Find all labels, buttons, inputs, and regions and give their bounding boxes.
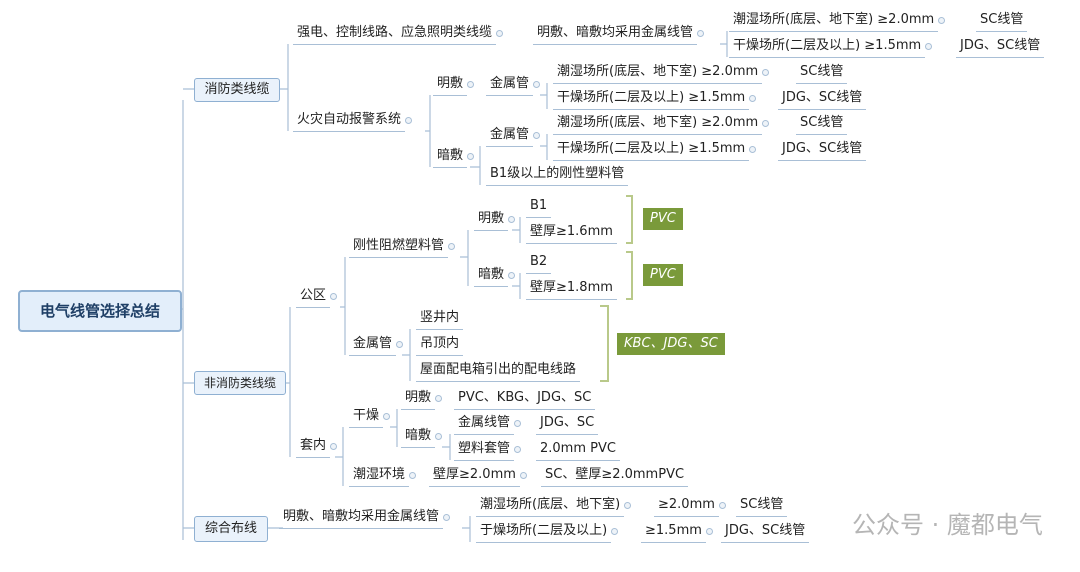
node-pipe: SC线管	[976, 9, 1028, 32]
node-indoor: 套内	[296, 435, 338, 458]
node-rigid-pipe: 刚性阻燃塑料管	[349, 235, 456, 258]
node-wet-condition: 潮湿场所(底层、地下室) ≥2.0mm	[553, 112, 770, 135]
node-thickness: ≥2.0mm	[654, 494, 726, 517]
node-pipe: SC、壁厚≥2.0mmPVC	[541, 464, 689, 487]
result-tag: KBC、JDG、SC	[617, 333, 725, 355]
node-public-area: 公区	[296, 285, 338, 308]
node-metal-pipe: 金属管	[349, 333, 404, 356]
node-wall: 壁厚≥1.6mm	[526, 221, 617, 244]
node-exposed: 明敷	[433, 73, 475, 96]
node-integrated-cabling: 综合布线	[194, 516, 268, 542]
node-dry: 干燥	[349, 405, 391, 428]
node-pipe: SC线管	[796, 112, 848, 135]
node-pipe: JDG、SC线管	[721, 520, 810, 543]
node-wet: 潮湿环境	[349, 464, 417, 487]
node-place: 竖井内	[416, 307, 464, 330]
node-pipe: SC线管	[736, 494, 788, 517]
node-pipe-type: 塑料套管	[454, 438, 522, 461]
node-wall: 壁厚≥1.8mm	[526, 277, 617, 300]
node-metal-pipe: 金属管	[486, 73, 541, 96]
node-dry-condition: 干燥场所(二层及以上) ≥1.5mm	[553, 138, 757, 161]
node-grade: B2	[526, 251, 552, 274]
result-tag: PVC	[643, 264, 683, 286]
node-concealed: 暗敷	[433, 145, 475, 168]
watermark: 公众号 · 魔都电气	[852, 511, 1043, 539]
node-dry-condition: 干燥场所(二层及以上) ≥1.5mm	[553, 87, 757, 110]
result-tag: PVC	[643, 208, 683, 230]
node-grade: B1	[526, 195, 552, 218]
node-thickness: ≥1.5mm	[641, 520, 713, 543]
node-pipe: 2.0mm PVC	[536, 438, 620, 461]
node-metal-conduit-method: 明敷、暗敷均采用金属线管	[533, 22, 705, 45]
node-fire-alarm: 火灾自动报警系统	[293, 109, 413, 132]
node-concealed: 暗敷	[474, 264, 516, 287]
node-wall: 壁厚≥2.0mm	[429, 464, 527, 487]
node-wet-condition: 潮湿场所(底层、地下室) ≥2.0mm	[553, 61, 770, 84]
node-wet-condition: 潮湿场所(底层、地下室) ≥2.0mm	[729, 9, 946, 32]
node-pipe: JDG、SC线管	[778, 138, 867, 161]
node-metal-conduit-method: 明敷、暗敷均采用金属线管	[279, 506, 451, 529]
node-pipe: JDG、SC	[536, 412, 599, 435]
node-place: 吊顶内	[416, 333, 464, 356]
node-pipe: JDG、SC线管	[778, 87, 867, 110]
node-wet-condition: 潮湿场所(底层、地下室)	[476, 494, 632, 517]
node-exposed: 明敷	[474, 208, 516, 231]
node-pipe: PVC、KBG、JDG、SC	[454, 387, 596, 410]
node-concealed: 暗敷	[401, 425, 443, 448]
node-dry-condition: 干燥场所(二层及以上) ≥1.5mm	[729, 35, 933, 58]
node-place: 屋面配电箱引出的配电线路	[416, 359, 581, 382]
node-pipe: SC线管	[796, 61, 848, 84]
node-metal-pipe: 金属管	[486, 124, 541, 147]
node-pipe-type: 金属线管	[454, 412, 522, 435]
node-power-lines: 强电、控制线路、应急照明类线缆	[293, 22, 504, 45]
node-exposed: 明敷	[401, 387, 443, 410]
node-rigid-plastic: B1级以上的刚性塑料管	[486, 163, 629, 186]
root-node: 电气线管选择总结	[18, 290, 182, 332]
node-nonfire-cables: 非消防类线缆	[194, 371, 286, 395]
node-pipe: JDG、SC线管	[956, 35, 1045, 58]
node-dry-condition: 于燥场所(二层及以上)	[476, 520, 619, 543]
node-fire-cables: 消防类线缆	[194, 78, 280, 102]
